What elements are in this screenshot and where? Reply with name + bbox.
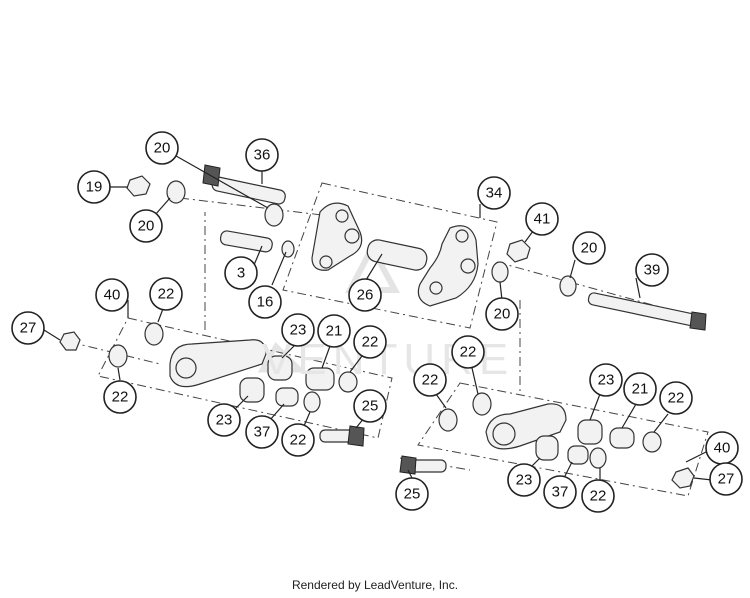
callout-3: 3: [224, 256, 258, 290]
callout-22-a: 22: [149, 277, 183, 311]
svg-text:25: 25: [404, 486, 421, 503]
svg-text:39: 39: [644, 262, 661, 279]
callout-34: 34: [477, 176, 511, 210]
callout-25-b: 25: [395, 477, 429, 511]
render-credit: Rendered by LeadVenture, Inc.: [291, 578, 459, 592]
svg-text:22: 22: [668, 390, 685, 407]
callout-39: 39: [635, 253, 669, 287]
svg-text:21: 21: [326, 323, 343, 340]
svg-text:40: 40: [104, 287, 121, 304]
callout-22-c: 22: [353, 325, 387, 359]
callout-22-h: 22: [581, 479, 615, 513]
svg-text:25: 25: [362, 398, 379, 415]
callout-23-b: 23: [207, 403, 241, 437]
svg-text:20: 20: [581, 240, 598, 257]
svg-text:22: 22: [590, 488, 607, 505]
lower-left-link-assembly: [59, 322, 365, 447]
svg-text:40: 40: [714, 440, 731, 457]
callout-19: 19: [77, 170, 111, 204]
leader-lines: [43, 147, 713, 481]
callout-25-a: 25: [353, 389, 387, 423]
svg-text:20: 20: [494, 306, 511, 323]
callout-37-b: 37: [543, 475, 577, 509]
svg-text:22: 22: [362, 334, 379, 351]
callout-23-a: 23: [281, 313, 315, 347]
svg-text:37: 37: [254, 424, 271, 441]
svg-text:23: 23: [598, 372, 615, 389]
svg-text:41: 41: [534, 211, 551, 228]
callout-20-c: 20: [572, 231, 606, 265]
svg-text:19: 19: [86, 179, 103, 196]
svg-text:26: 26: [357, 287, 374, 304]
svg-text:22: 22: [158, 286, 175, 303]
svg-text:20: 20: [154, 140, 171, 157]
lower-right-link-assembly: [399, 392, 695, 489]
callout-27-b: 27: [709, 462, 743, 496]
callout-40-b: 40: [705, 431, 739, 465]
svg-text:20: 20: [138, 218, 155, 235]
callout-21-b: 21: [623, 372, 657, 406]
svg-text:37: 37: [552, 484, 569, 501]
svg-text:34: 34: [486, 185, 503, 202]
callout-22-g: 22: [659, 381, 693, 415]
svg-text:3: 3: [237, 265, 245, 282]
callout-27-a: 27: [11, 311, 45, 345]
callout-23-c: 23: [589, 363, 623, 397]
callout-23-d: 23: [507, 463, 541, 497]
callout-37-a: 37: [245, 415, 279, 449]
callout-20-a: 20: [145, 131, 179, 165]
callout-22-e: 22: [413, 363, 447, 397]
svg-text:22: 22: [112, 389, 129, 406]
callout-20-d: 20: [485, 297, 519, 331]
callout-16: 16: [248, 285, 282, 319]
svg-text:22: 22: [290, 432, 307, 449]
svg-text:21: 21: [632, 381, 649, 398]
callout-41: 41: [525, 202, 559, 236]
svg-text:23: 23: [516, 472, 533, 489]
svg-text:16: 16: [257, 294, 274, 311]
svg-text:36: 36: [254, 147, 271, 164]
svg-text:22: 22: [460, 344, 477, 361]
callout-26: 26: [348, 278, 382, 312]
callout-22-b: 22: [103, 380, 137, 414]
callout-40-a: 40: [95, 278, 129, 312]
callout-36: 36: [245, 138, 279, 172]
svg-text:23: 23: [290, 322, 307, 339]
callout-21-a: 21: [317, 314, 351, 348]
callout-22-f: 22: [451, 335, 485, 369]
callout-20-b: 20: [129, 209, 163, 243]
svg-text:23: 23: [216, 412, 233, 429]
callout-22-d: 22: [281, 423, 315, 457]
upper-bracket-assembly: [126, 164, 707, 331]
svg-text:22: 22: [422, 372, 439, 389]
svg-text:27: 27: [20, 320, 37, 337]
svg-text:27: 27: [718, 471, 735, 488]
